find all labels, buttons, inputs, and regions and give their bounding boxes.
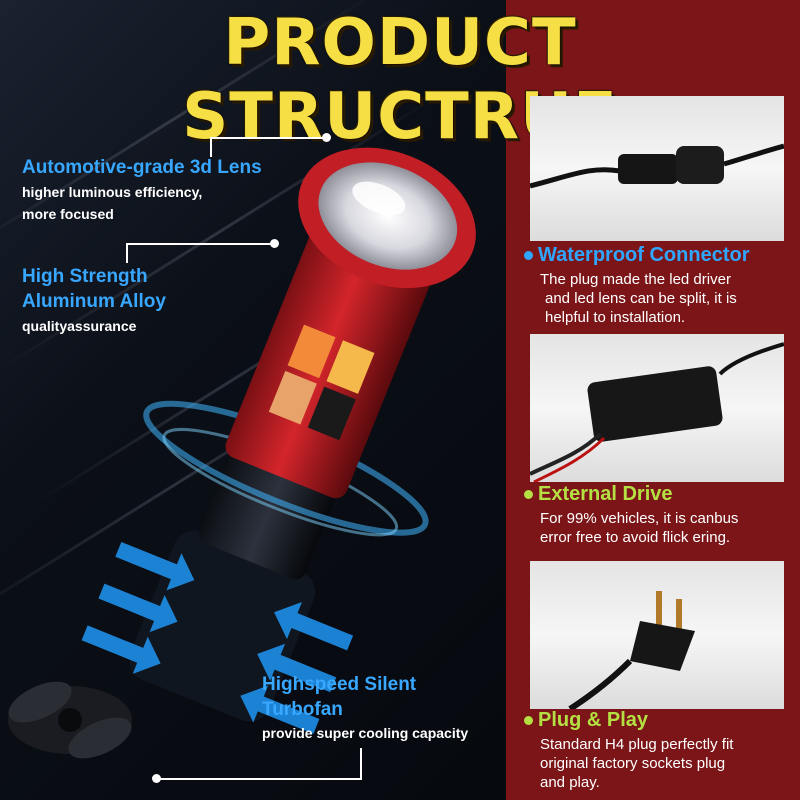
pointer-line	[210, 137, 326, 139]
h4-plug-photo	[530, 561, 784, 709]
pointer-dot	[270, 239, 279, 248]
pointer-line	[210, 137, 212, 157]
feature-desc-waterproof-connector: helpful to installation.	[545, 309, 686, 326]
pointer-dot	[322, 133, 331, 142]
driver-box-photo	[530, 334, 784, 482]
feature-desc-plug-and-play: and play.	[540, 774, 600, 791]
pointer-line	[126, 243, 274, 245]
bullet-dot	[524, 490, 533, 499]
led-chip	[287, 324, 336, 379]
led-bulb-illustration	[8, 147, 476, 759]
feature-title-external-drive: External Drive	[538, 483, 673, 505]
fan-airflow-arrows	[81, 541, 354, 734]
feature-desc-waterproof-connector: and led lens can be split, it is	[545, 290, 737, 307]
page-title: PRODUCT STRUCTRUE	[182, 6, 618, 154]
turbofan-blades	[8, 681, 132, 759]
pointer-line	[126, 243, 128, 263]
feature-title-turbofan: Turbofan	[262, 699, 343, 720]
pointer-line	[360, 748, 362, 778]
feature-desc-plug-and-play: Standard H4 plug perfectly fit	[540, 736, 734, 753]
feature-title-plug-and-play: Plug & Play	[538, 709, 649, 731]
feature-desc-3d-lens: more focused	[22, 206, 114, 222]
feature-desc-plug-and-play: original factory sockets plug	[540, 755, 726, 772]
feature-title-aluminum-alloy: High Strength	[22, 266, 148, 287]
feature-desc-3d-lens: higher luminous efficiency,	[22, 184, 203, 200]
feature-desc-waterproof-connector: The plug made the led driver	[540, 271, 731, 288]
feature-desc-external-drive: error free to avoid flick ering.	[540, 529, 731, 546]
bullet-dot	[524, 716, 533, 725]
led-chip	[326, 340, 375, 394]
bullet-dot	[524, 251, 533, 260]
feature-title-aluminum-alloy: Aluminum Alloy	[22, 291, 166, 312]
feature-title-turbofan: Highspeed Silent	[262, 674, 417, 695]
feature-desc-turbofan: provide super cooling capacity	[262, 725, 469, 741]
pointer-line	[160, 778, 362, 780]
feature-desc-external-drive: For 99% vehicles, it is canbus	[540, 510, 739, 527]
pointer-dot	[152, 774, 161, 783]
feature-title-3d-lens: Automotive-grade 3d Lens	[22, 157, 262, 178]
feature-title-waterproof-connector: Waterproof Connector	[538, 244, 750, 266]
feature-desc-aluminum-alloy: qualityassurance	[22, 318, 137, 334]
waterproof-connector-photo	[530, 96, 784, 241]
